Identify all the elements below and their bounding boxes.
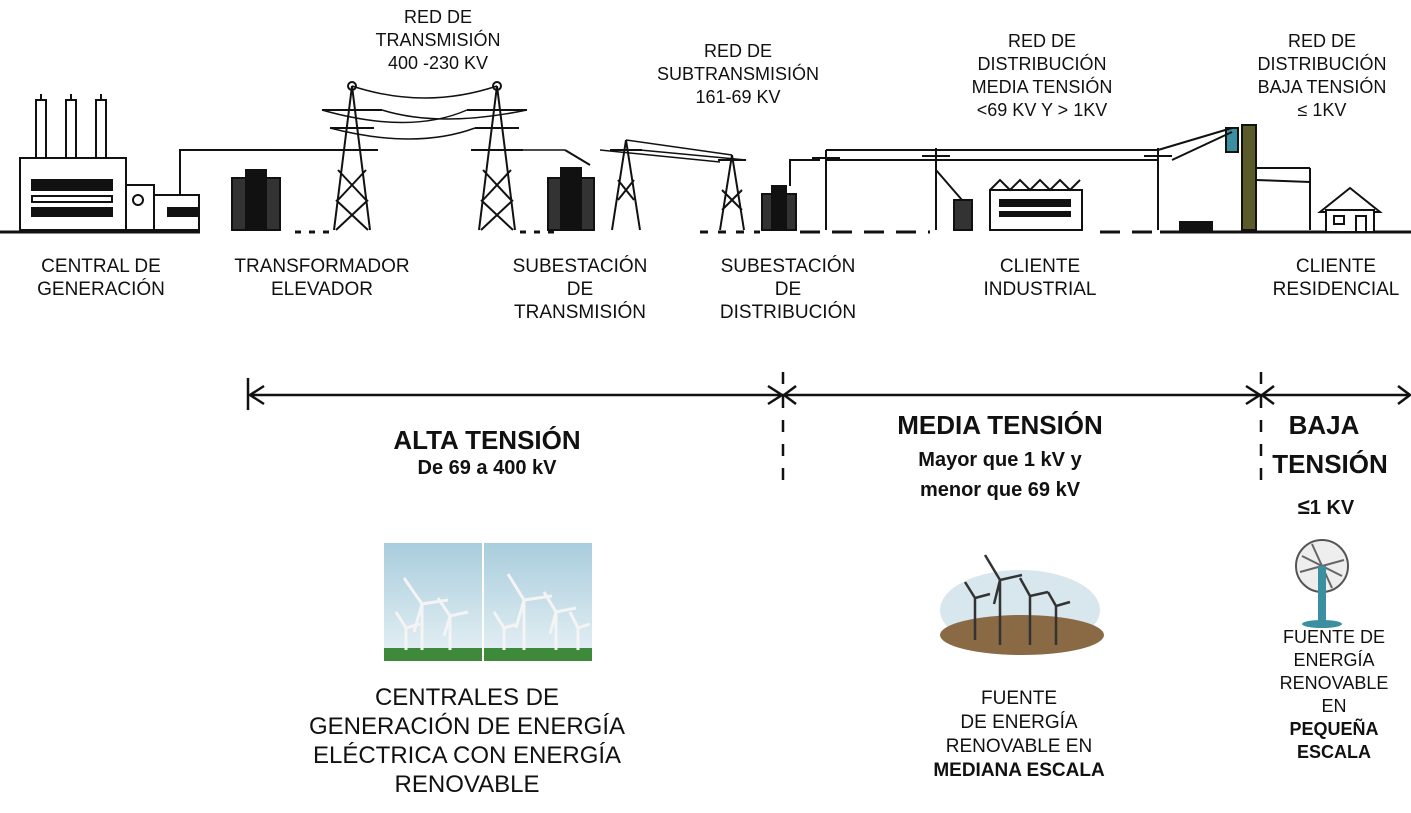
low-voltage-range-value: 1 KV bbox=[1309, 497, 1355, 519]
distribution-substation-icon bbox=[761, 159, 820, 231]
medium-voltage-range-2: menor que 69 kV bbox=[919, 479, 1081, 501]
generation-station-label: CENTRAL DE GENERACIÓN bbox=[37, 255, 165, 301]
trans-sub-label-line: TRANSMISIÓN bbox=[514, 302, 646, 323]
medium-scale-caption: FUENTE DE ENERGÍA RENOVABLE EN MEDIANA E… bbox=[933, 687, 1104, 783]
medium-voltage-range-1: Mayor que 1 kV y bbox=[918, 449, 1082, 471]
low-voltage-pole-icon bbox=[1157, 124, 1311, 231]
dist-sub-label-line: SUBESTACIÓN bbox=[720, 256, 856, 277]
step-up-label-line: TRANSFORMADOR bbox=[234, 256, 410, 277]
small-scale-caption: FUENTE DE ENERGÍA RENOVABLE EN PEQUEÑA E… bbox=[1280, 626, 1389, 764]
large-caption-line: CENTRALES DE bbox=[374, 684, 560, 711]
residential-label-line: RESIDENCIAL bbox=[1272, 279, 1400, 300]
subtransmission-label-line: 161-69 KV bbox=[695, 87, 781, 107]
small-caption-line: RENOVABLE bbox=[1279, 673, 1389, 693]
trans-sub-label-line: SUBESTACIÓN bbox=[512, 256, 648, 277]
large-caption-line: ELÉCTRICA CON ENERGÍA bbox=[312, 742, 622, 769]
small-scale-wind-clipart bbox=[1295, 539, 1349, 628]
transmission-substation-icon bbox=[547, 149, 595, 231]
dist-low-label-line: DISTRIBUCIÓN bbox=[1257, 54, 1387, 74]
high-voltage-title: ALTA TENSIÓN bbox=[393, 425, 581, 455]
industrial-label-line: INDUSTRIAL bbox=[983, 279, 1097, 300]
dist-medium-label-line: DISTRIBUCIÓN bbox=[977, 54, 1107, 74]
residential-label-line: CLIENTE bbox=[1295, 256, 1377, 277]
subtransmission-tower-icon bbox=[610, 139, 642, 231]
large-caption-line: RENOVABLE bbox=[394, 771, 540, 798]
small-caption-line: ENERGÍA bbox=[1293, 650, 1375, 670]
industrial-customer-icon bbox=[935, 169, 1083, 231]
residential-customer-icon bbox=[1309, 168, 1383, 233]
transmission-label-line: RED DE bbox=[403, 7, 473, 27]
dist-low-label-line: RED DE bbox=[1287, 31, 1357, 51]
dist-low-label-line: BAJA TENSIÓN bbox=[1257, 77, 1387, 97]
transmission-tower-icon bbox=[322, 81, 382, 231]
power-plant-icon bbox=[19, 94, 240, 231]
transmission-cables bbox=[270, 85, 565, 151]
subtransmission-tower-icon bbox=[718, 154, 746, 231]
residential-customer-label: CLIENTE RESIDENCIAL bbox=[1273, 255, 1400, 301]
transmission-substation-label: SUBESTACIÓN DE TRANSMISIÓN bbox=[513, 255, 648, 324]
transmission-label-line: 400 -230 KV bbox=[387, 53, 489, 73]
subtransmission-network-label: RED DE SUBTRANSMISIÓN 161-69 KV bbox=[657, 40, 819, 109]
large-scale-caption: CENTRALES DE GENERACIÓN DE ENERGÍA ELÉCT… bbox=[309, 683, 625, 799]
high-voltage-range: De 69 a 400 kV bbox=[417, 457, 557, 479]
medium-voltage-title: MEDIA TENSIÓN bbox=[897, 410, 1103, 440]
step-up-transformer-icon bbox=[231, 149, 340, 231]
transmission-network-label: RED DE TRANSMISIÓN 400 -230 KV bbox=[375, 6, 500, 75]
low-distribution-network-label: RED DE DISTRIBUCIÓN BAJA TENSIÓN ≤ 1KV bbox=[1257, 30, 1386, 122]
less-equal-symbol: ≤ bbox=[1297, 494, 1310, 519]
transmission-label-line: TRANSMISIÓN bbox=[375, 30, 501, 50]
medium-voltage-line bbox=[812, 148, 1172, 230]
industrial-label-line: CLIENTE bbox=[999, 256, 1081, 277]
step-up-transformer-label: TRANSFORMADOR ELEVADOR bbox=[234, 255, 409, 301]
subtransmission-label-line: RED DE bbox=[703, 41, 772, 61]
medium-scale-wind-clipart bbox=[940, 554, 1104, 655]
subtransmission-label-line: SUBTRANSMISIÓN bbox=[656, 64, 820, 84]
wind-farm-image bbox=[384, 543, 592, 661]
dist-low-label-line: ≤ 1KV bbox=[1297, 100, 1347, 120]
generation-label-line: GENERACIÓN bbox=[37, 279, 165, 300]
medium-caption-line: FUENTE bbox=[980, 688, 1057, 709]
dist-sub-label-line: DISTRIBUCIÓN bbox=[719, 302, 857, 323]
medium-caption-line-bold: MEDIANA ESCALA bbox=[933, 760, 1105, 781]
low-voltage-title-1: BAJA bbox=[1288, 410, 1360, 440]
generation-label-line: CENTRAL DE bbox=[41, 256, 161, 277]
dist-medium-label-line: RED DE bbox=[1007, 31, 1077, 51]
medium-distribution-network-label: RED DE DISTRIBUCIÓN MEDIA TENSIÓN <69 KV… bbox=[972, 30, 1113, 122]
large-caption-line: GENERACIÓN DE ENERGÍA bbox=[308, 713, 626, 740]
transmission-tower-icon bbox=[467, 81, 527, 231]
dist-medium-label-line: <69 KV Y > 1KV bbox=[976, 100, 1108, 120]
dist-medium-label-line: MEDIA TENSIÓN bbox=[971, 77, 1113, 97]
low-voltage-title-2: TENSIÓN bbox=[1272, 449, 1388, 479]
voltage-zone-axis bbox=[246, 372, 1411, 490]
distribution-substation-label: SUBESTACIÓN DE DISTRIBUCIÓN bbox=[720, 255, 856, 324]
small-caption-line: EN bbox=[1321, 696, 1347, 716]
medium-caption-line: DE ENERGÍA bbox=[960, 712, 1078, 733]
small-caption-line: FUENTE DE bbox=[1282, 627, 1386, 647]
subtransmission-cables bbox=[599, 139, 747, 163]
step-up-label-line: ELEVADOR bbox=[270, 279, 374, 300]
medium-caption-line: RENOVABLE EN bbox=[945, 736, 1093, 757]
industrial-customer-label: CLIENTE INDUSTRIAL bbox=[984, 255, 1097, 301]
low-voltage-range: ≤1 KV bbox=[1298, 494, 1355, 521]
small-caption-line-bold: ESCALA bbox=[1296, 742, 1372, 762]
dist-sub-label-line: DE bbox=[774, 279, 802, 300]
trans-sub-label-line: DE bbox=[566, 279, 594, 300]
small-caption-line-bold: PEQUEÑA bbox=[1289, 719, 1379, 739]
